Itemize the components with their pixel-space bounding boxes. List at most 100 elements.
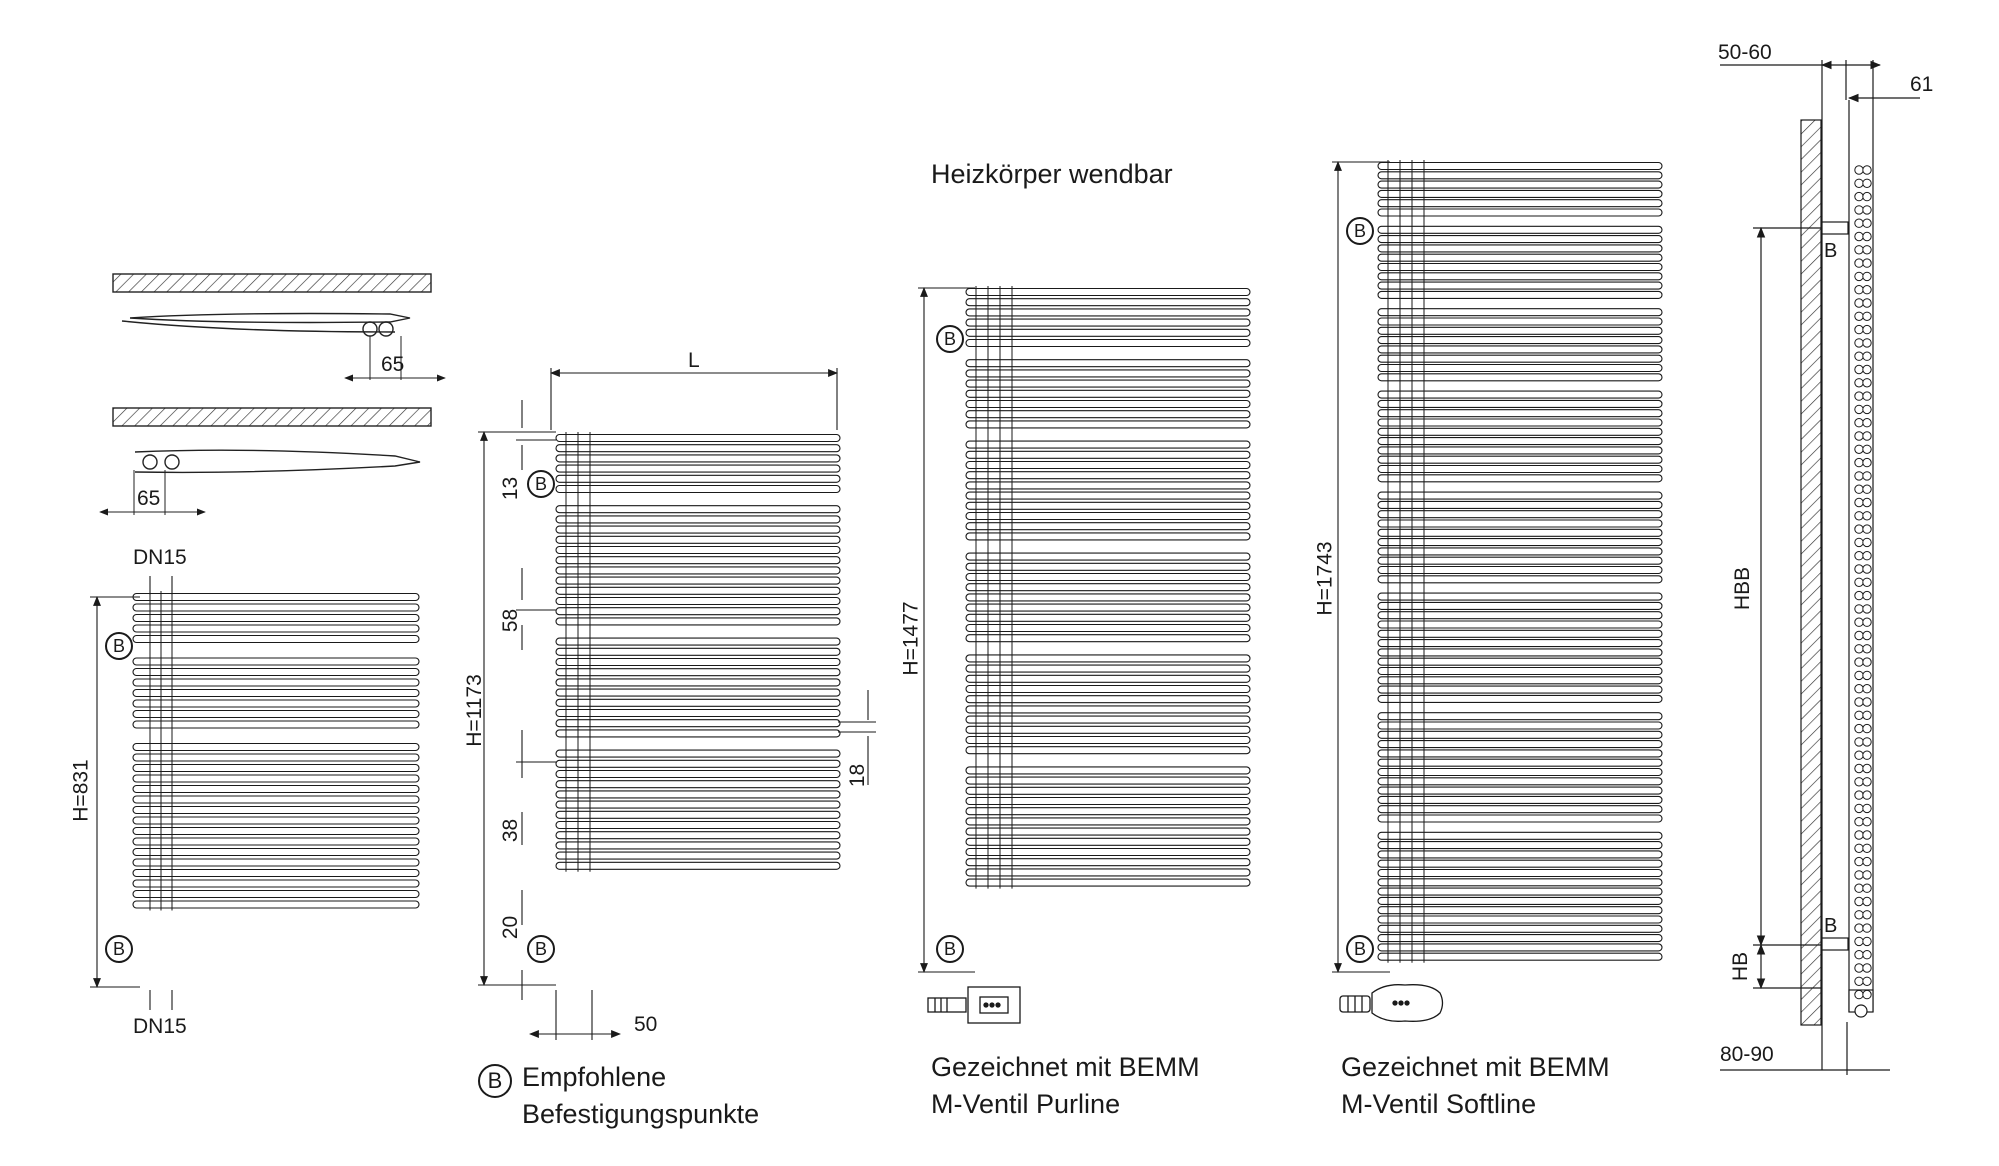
- heating-tube: [965, 827, 1251, 836]
- heating-tube: [965, 878, 1251, 887]
- heating-tube: [1377, 199, 1663, 208]
- dimension-lines-h1173: [478, 368, 876, 1040]
- legend-line1: Empfohlene: [522, 1062, 667, 1092]
- heating-tube: [1377, 464, 1663, 474]
- heating-tube: [1377, 510, 1663, 519]
- heating-tube: [1377, 805, 1663, 814]
- heating-tube: [1377, 399, 1663, 408]
- tube-section: [1854, 218, 1864, 228]
- heating-tube: [965, 715, 1251, 724]
- tube-section: [1862, 896, 1872, 907]
- heating-tube: [132, 816, 420, 825]
- heating-tube: [965, 786, 1251, 795]
- plan-view-top: [112, 273, 446, 382]
- tube-section: [1862, 803, 1872, 814]
- heating-tube: [965, 725, 1251, 734]
- tube-section: [1862, 657, 1872, 667]
- heating-tube: [555, 647, 841, 656]
- tube-section: [1862, 431, 1872, 441]
- heating-tube: [1377, 354, 1663, 363]
- dim-label-38: 38: [499, 818, 523, 843]
- tube-section: [1862, 311, 1872, 321]
- heating-tube: [132, 795, 420, 804]
- heating-tube: [965, 318, 1251, 327]
- heating-tube: [1377, 878, 1663, 887]
- heating-tube: [132, 624, 420, 633]
- heating-tube: [1377, 841, 1663, 850]
- heating-tube: [555, 433, 841, 443]
- tube-section: [1862, 989, 1872, 1000]
- heating-tube: [1377, 528, 1663, 537]
- heating-tube: [965, 766, 1251, 775]
- tube-section: [1854, 790, 1864, 800]
- heating-tube: [555, 515, 841, 524]
- bracket-marker-r2-bottom: B: [527, 935, 555, 963]
- heating-tube: [555, 566, 841, 575]
- heating-tube: [132, 763, 420, 773]
- heating-tube: [1377, 620, 1663, 629]
- heating-tube: [1377, 887, 1663, 896]
- tube-section: [1854, 923, 1864, 933]
- tube-section: [1854, 883, 1864, 893]
- tube-section: [1854, 205, 1864, 215]
- heating-tube: [555, 831, 841, 840]
- heating-tube: [555, 861, 841, 870]
- bottom-distance-label: 80-90: [1720, 1043, 1774, 1066]
- tube-section: [1862, 537, 1872, 548]
- dim-label-58: 58: [499, 608, 523, 633]
- bracket-marker-r1-top: B: [105, 632, 133, 660]
- heating-tube: [965, 450, 1251, 459]
- tube-section: [1854, 963, 1864, 973]
- side-offset-label-top: 65: [381, 353, 405, 376]
- tube-section: [1862, 737, 1872, 747]
- heating-tube: [1377, 906, 1663, 915]
- heating-tube: [1377, 952, 1663, 961]
- heating-tube: [1377, 345, 1663, 354]
- heating-tube: [965, 532, 1251, 541]
- legend-line2: Befestigungspunkte: [522, 1099, 760, 1129]
- heating-tube: [965, 410, 1251, 419]
- heating-tube: [1377, 629, 1663, 638]
- tube-section: [1862, 830, 1872, 840]
- tube-section: [1854, 750, 1864, 760]
- tube-section: [1854, 298, 1864, 308]
- heating-tube: [965, 684, 1251, 694]
- heating-tube: [1377, 326, 1663, 335]
- tube-section: [1862, 976, 1872, 986]
- heating-tube: [1377, 859, 1663, 868]
- heating-tube: [555, 769, 841, 779]
- heating-tube: [1377, 777, 1663, 786]
- heating-tube: [965, 471, 1251, 480]
- heating-tube: [965, 338, 1251, 348]
- wall-distance-label: 50-60: [1718, 41, 1772, 64]
- tube-section: [1862, 218, 1872, 228]
- heating-tube: [1377, 712, 1663, 721]
- tube-section: [1854, 803, 1864, 814]
- heating-tube: [132, 753, 420, 762]
- heating-tube: [1377, 500, 1663, 509]
- heating-tube: [1377, 730, 1663, 739]
- bracket-spacing-label: HBB: [1731, 566, 1755, 611]
- tube-section: [1862, 457, 1872, 468]
- heating-tube: [132, 774, 420, 783]
- heating-tube: [1377, 418, 1663, 427]
- tube-section: [1854, 936, 1864, 947]
- heating-tube: [965, 287, 1251, 297]
- heating-tube: [965, 308, 1251, 317]
- bracket-height-label: HB: [1729, 951, 1753, 982]
- heating-tube: [965, 817, 1251, 826]
- heating-tube: [965, 511, 1251, 521]
- heating-tube: [555, 545, 841, 555]
- tube-section: [1854, 737, 1864, 747]
- heating-tube: [1377, 253, 1663, 262]
- heating-tube: [965, 399, 1251, 409]
- heating-tube: [1377, 556, 1663, 565]
- heating-tube: [965, 562, 1251, 571]
- valve-purline: [927, 986, 1021, 1024]
- heating-tube: [1377, 924, 1663, 933]
- heating-tube: [555, 698, 841, 707]
- tube-section: [1862, 870, 1872, 880]
- tube-section: [1854, 484, 1864, 494]
- tube-section: [1854, 311, 1864, 321]
- tube-section: [1854, 178, 1864, 189]
